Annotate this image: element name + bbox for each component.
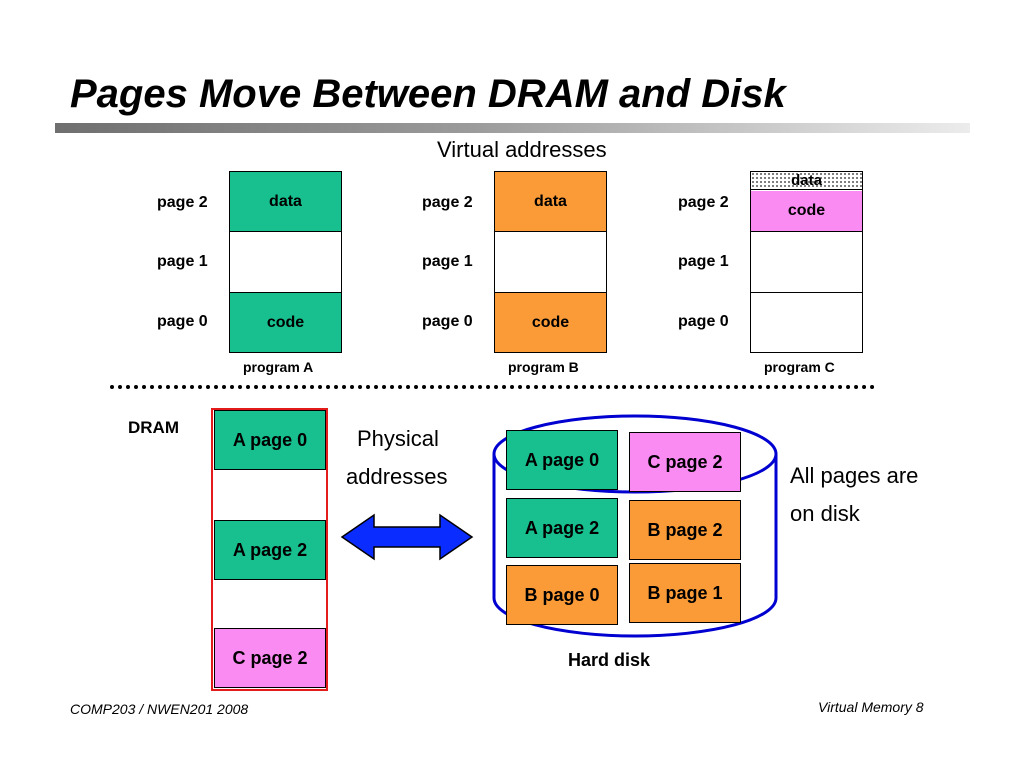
double-arrow-icon <box>340 513 474 561</box>
dram-block-a-page0: A page 0 <box>214 410 326 470</box>
program-c-data-page: data <box>751 172 862 190</box>
program-b-label: program B <box>508 359 579 375</box>
virtual-addresses-label: Virtual addresses <box>437 137 607 162</box>
program-c-page0-label: page 0 <box>678 313 729 330</box>
disk-block-b-page1: B page 1 <box>629 563 741 623</box>
program-a-address-space: data code <box>229 171 342 353</box>
program-c-empty-page1 <box>751 232 862 291</box>
disk-block-b-page0: B page 0 <box>506 565 618 625</box>
program-b-page1-label: page 1 <box>422 253 473 270</box>
note-line1: All pages are <box>790 463 919 488</box>
physical-label-line2: addresses <box>346 464 448 489</box>
dotted-separator <box>110 385 875 389</box>
program-b-address-space: data code <box>494 171 607 353</box>
program-c-label: program C <box>764 359 835 375</box>
program-b-code-page: code <box>495 293 606 352</box>
program-b-page0-label: page 0 <box>422 313 473 330</box>
divider <box>495 231 606 232</box>
program-a-empty-page <box>230 232 341 291</box>
dram-label: DRAM <box>128 418 179 437</box>
program-c-page1-label: page 1 <box>678 253 729 270</box>
divider <box>495 292 606 293</box>
program-c-code-page: code <box>751 191 862 231</box>
program-c-empty-page0 <box>751 293 862 352</box>
footer-course: COMP203 / NWEN201 2008 <box>70 701 249 717</box>
note-line2: on disk <box>790 501 860 526</box>
program-b-page2-label: page 2 <box>422 194 473 211</box>
program-a-label: program A <box>243 359 314 375</box>
program-a-page1-label: page 1 <box>157 253 208 270</box>
program-a-page2-label: page 2 <box>157 194 208 211</box>
program-b-data-page: data <box>495 172 606 231</box>
program-b-empty-page <box>495 232 606 291</box>
divider <box>751 292 862 293</box>
slide-title: Pages Move Between DRAM and Disk <box>70 72 786 116</box>
program-a-data-page: data <box>230 172 341 231</box>
program-c-address-space: data code <box>750 171 863 353</box>
divider <box>230 292 341 293</box>
disk-block-a-page2: A page 2 <box>506 498 618 558</box>
disk-block-c-page2: C page 2 <box>629 432 741 492</box>
program-c-page2-label: page 2 <box>678 194 729 211</box>
disk-block-b-page2: B page 2 <box>629 500 741 560</box>
footer-slide-number: Virtual Memory 8 <box>818 699 924 715</box>
dram-block-a-page2: A page 2 <box>214 520 326 580</box>
divider <box>230 231 341 232</box>
disk-block-a-page0: A page 0 <box>506 430 618 490</box>
program-a-page0-label: page 0 <box>157 313 208 330</box>
program-a-code-page: code <box>230 293 341 352</box>
physical-label-line1: Physical <box>357 426 439 451</box>
dram-block-c-page2: C page 2 <box>214 628 326 688</box>
hard-disk-label: Hard disk <box>568 650 651 670</box>
divider <box>751 231 862 232</box>
title-underline-bar <box>55 123 970 133</box>
